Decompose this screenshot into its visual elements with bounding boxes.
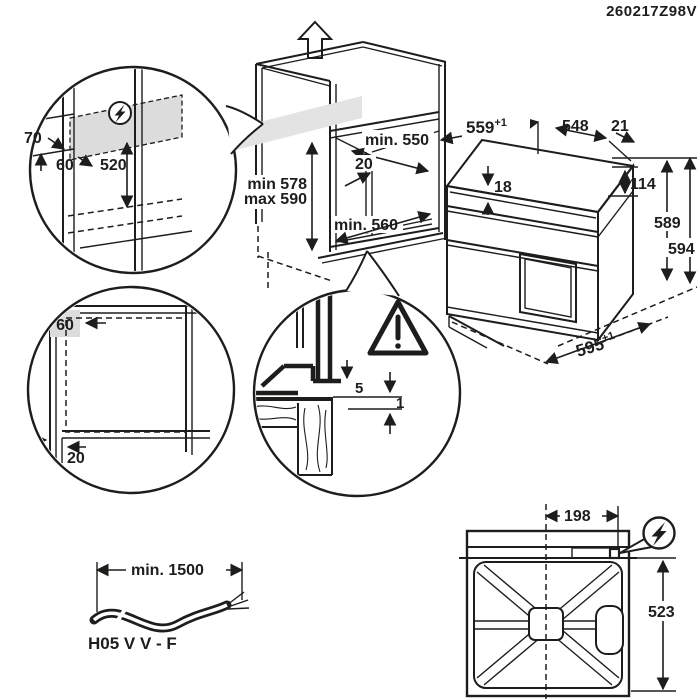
cabinet-depth-label: min. 550 [365, 132, 429, 149]
document-code: 260217Z98V [606, 3, 697, 20]
cord-type-label: H05 V V - F [88, 634, 177, 653]
oven-top-inset-label: 18 [494, 179, 512, 196]
oven-height-body-label: 589 [654, 215, 681, 232]
oven-drawing: 559+1 548 21 18 114 589 594 595+1 [439, 113, 700, 365]
callout-wedge [226, 106, 263, 154]
wood-grain [303, 404, 328, 473]
oven-back-view: 198 523 [459, 504, 684, 699]
electrical-zone-strip [236, 96, 362, 150]
terminal-offset-label: 198 [564, 508, 591, 525]
clearance-front-label: 20 [67, 450, 85, 467]
cabinet-height-min-label: min 578 [247, 176, 307, 193]
cord-length-label: min. 1500 [131, 562, 204, 579]
power-cord-drawing: min. 1500 H05 V V - F [88, 558, 250, 653]
gap-top-label: 5 [355, 380, 363, 397]
electrical-zone-detail-strip [69, 94, 183, 161]
detail-electrical-zone: 70 60 520 [24, 65, 264, 275]
cabinet-height-max-label: max 590 [244, 191, 307, 208]
cabinet-niche-drawing: min. 550 20 min 578 max 590 min. 560 [236, 20, 448, 290]
warning-icon [367, 299, 429, 356]
gap-bottom-label: 1 [396, 395, 404, 412]
detail-front-gap: 5 1 [252, 250, 462, 498]
lightning-bolt-icon [114, 104, 126, 123]
detail-side-clearance: 60 20 [26, 285, 236, 495]
oven-rear-offset-label: 21 [611, 118, 629, 135]
oven-height-total-label: 594 [668, 241, 695, 258]
oven-width-bottom-label: 595+1 [573, 330, 618, 361]
lightning-bolt-icon [651, 522, 667, 546]
mains-terminal [608, 547, 621, 560]
zone-inset-label: 60 [56, 157, 74, 174]
oven-width-top-label: 559+1 [466, 117, 507, 137]
cabinet-rear-gap-label: 20 [355, 156, 373, 173]
oven-panel-height-label: 114 [630, 176, 656, 193]
zone-height-label: 70 [24, 130, 42, 147]
ventilation-arrow-icon [296, 20, 334, 59]
clearance-side-label: 60 [56, 317, 74, 334]
terminal-height-label: 523 [648, 604, 675, 621]
callout-wedge [346, 251, 399, 296]
zone-length-label: 520 [100, 157, 127, 174]
